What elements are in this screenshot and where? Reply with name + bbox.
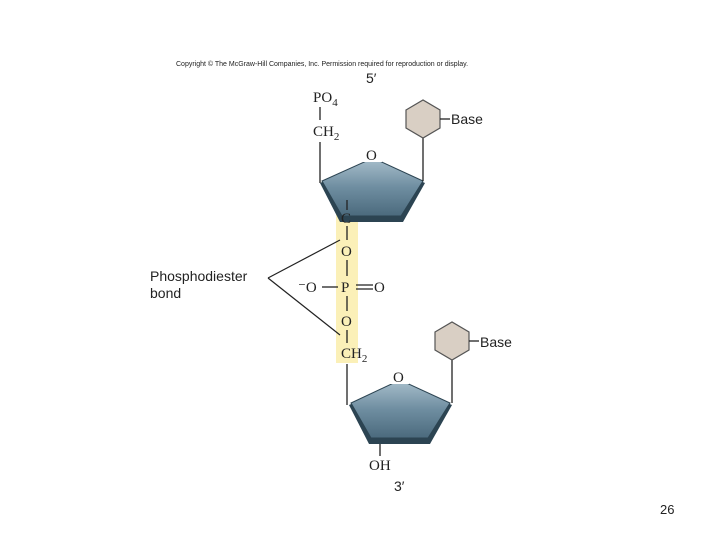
link-oxygen-2: O [341,314,352,330]
copyright-notice: Copyright © The McGraw-Hill Companies, I… [176,61,469,68]
top-ring-oxygen: O [366,148,377,164]
top-ch2: CH2 [313,124,339,143]
bond-label-line1: Phosphodiester [150,268,248,284]
page-number: 26 [660,502,675,517]
double-bonded-oxygen: O [374,280,385,296]
top-po4: PO4 [313,90,338,109]
bond-label-line2: bond [150,285,182,301]
top-base-label: Base [451,111,483,127]
link-ch2: CH2 [341,346,367,365]
charged-oxygen: ⁻O [298,280,317,296]
five-prime-label: 5′ [366,70,377,86]
link-oxygen-1: O [341,244,352,260]
bottom-base-hexagon [434,321,470,361]
top-base-hexagon [405,99,441,139]
bottom-ring-oxygen: O [393,370,404,386]
three-prime-label: 3′ [394,478,405,494]
bottom-hydroxyl: OH [369,458,391,474]
linkage-highlight [336,205,358,363]
link-carbon: C [341,211,351,227]
phosphodiester-bond-label: Phosphodiester bond [150,268,247,302]
bottom-base-label: Base [480,334,512,350]
top-ring-o-bg [362,148,382,162]
bond-pointer-lower [267,277,341,336]
bond-pointer-upper [267,239,341,279]
phosphorus: P [341,280,349,296]
bottom-ring-o-bg [389,370,409,384]
bottom-sugar-ring [350,379,451,439]
